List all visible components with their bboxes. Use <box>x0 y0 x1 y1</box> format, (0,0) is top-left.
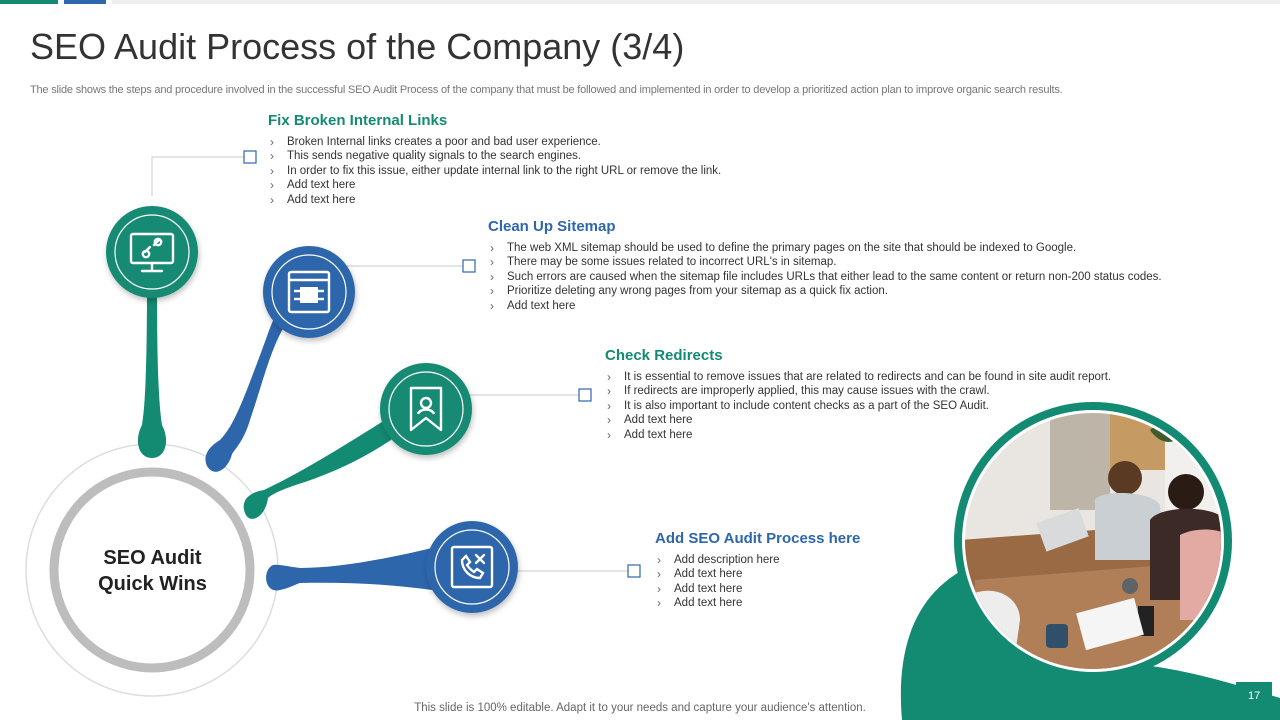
top-accent-bar-blue <box>64 0 106 4</box>
bullet-item: In order to fix this issue, either updat… <box>268 164 721 179</box>
phone-cancel-icon <box>450 545 494 589</box>
center-grey-ring <box>49 467 255 673</box>
section-title: Clean Up Sitemap <box>488 218 616 235</box>
pin-2-stem <box>205 312 285 472</box>
broken-link-monitor-icon <box>129 232 175 273</box>
center-label: SEO Audit Quick Wins <box>98 547 207 595</box>
bullet-item: Add text here <box>605 428 1111 443</box>
pin-4-head <box>426 521 518 613</box>
slide-title: SEO Audit Process of the Company (3/4) <box>30 26 685 67</box>
bullet-item: Add text here <box>655 596 860 611</box>
marker-square-1 <box>243 150 257 164</box>
bullet-item: If redirects are improperly applied, thi… <box>605 384 1111 399</box>
bullet-list: Broken Internal links creates a poor and… <box>268 135 721 207</box>
section-title: Add SEO Audit Process here <box>655 530 861 547</box>
bullet-item: Prioritize deleting any wrong pages from… <box>488 284 1162 299</box>
top-accent-bar-grey <box>112 0 1280 4</box>
bullet-item: Add text here <box>605 413 1111 428</box>
pin-3-stem <box>243 420 398 519</box>
section-fix-broken-links: Fix Broken Internal Links Broken Interna… <box>268 112 721 207</box>
section-title: Check Redirects <box>605 347 723 364</box>
slide-subtitle: The slide shows the steps and procedure … <box>30 84 1063 96</box>
section-title: Fix Broken Internal Links <box>268 112 448 129</box>
section-add-seo-audit-process: Add SEO Audit Process here Add descripti… <box>655 530 860 611</box>
pin-4-stem <box>266 548 432 591</box>
bookmark-user-icon <box>409 386 443 432</box>
section-check-redirects: Check Redirects It is essential to remov… <box>605 347 1111 442</box>
page-number: 17 <box>1248 690 1261 702</box>
decorative-green-swoosh <box>900 562 1280 720</box>
sitemap-browser-icon <box>287 270 331 314</box>
connector-line-1 <box>151 156 244 196</box>
bullet-item: Add description here <box>655 553 860 568</box>
marker-square-4 <box>627 564 641 578</box>
page-number-box <box>1236 682 1272 708</box>
bullet-item: Add text here <box>655 582 860 597</box>
bullet-item: Add text here <box>488 299 1162 314</box>
marker-square-2 <box>462 259 476 273</box>
section-clean-up-sitemap: Clean Up Sitemap The web XML sitemap sho… <box>488 218 1162 313</box>
pin-1-stem <box>137 280 167 458</box>
bullet-item: Broken Internal links creates a poor and… <box>268 135 721 150</box>
bullet-item: There may be some issues related to inco… <box>488 255 1162 270</box>
footer-note: This slide is 100% editable. Adapt it to… <box>414 702 866 714</box>
bullet-list: The web XML sitemap should be used to de… <box>488 241 1162 313</box>
bullet-item: Add text here <box>268 178 721 193</box>
bullet-item: Add text here <box>655 567 860 582</box>
bullet-item: The web XML sitemap should be used to de… <box>488 241 1162 256</box>
bullet-item: Such errors are caused when the sitemap … <box>488 270 1162 285</box>
pin-1-head <box>106 206 198 298</box>
bullet-list: Add description here Add text here Add t… <box>655 553 860 611</box>
top-accent-bar-green <box>0 0 58 4</box>
bullet-item: It is essential to remove issues that ar… <box>605 370 1111 385</box>
bullet-item: This sends negative quality signals to t… <box>268 149 721 164</box>
marker-square-3 <box>578 388 592 402</box>
bullet-item: Add text here <box>268 193 721 208</box>
bullet-list: It is essential to remove issues that ar… <box>605 370 1111 442</box>
bullet-item: It is also important to include content … <box>605 399 1111 414</box>
